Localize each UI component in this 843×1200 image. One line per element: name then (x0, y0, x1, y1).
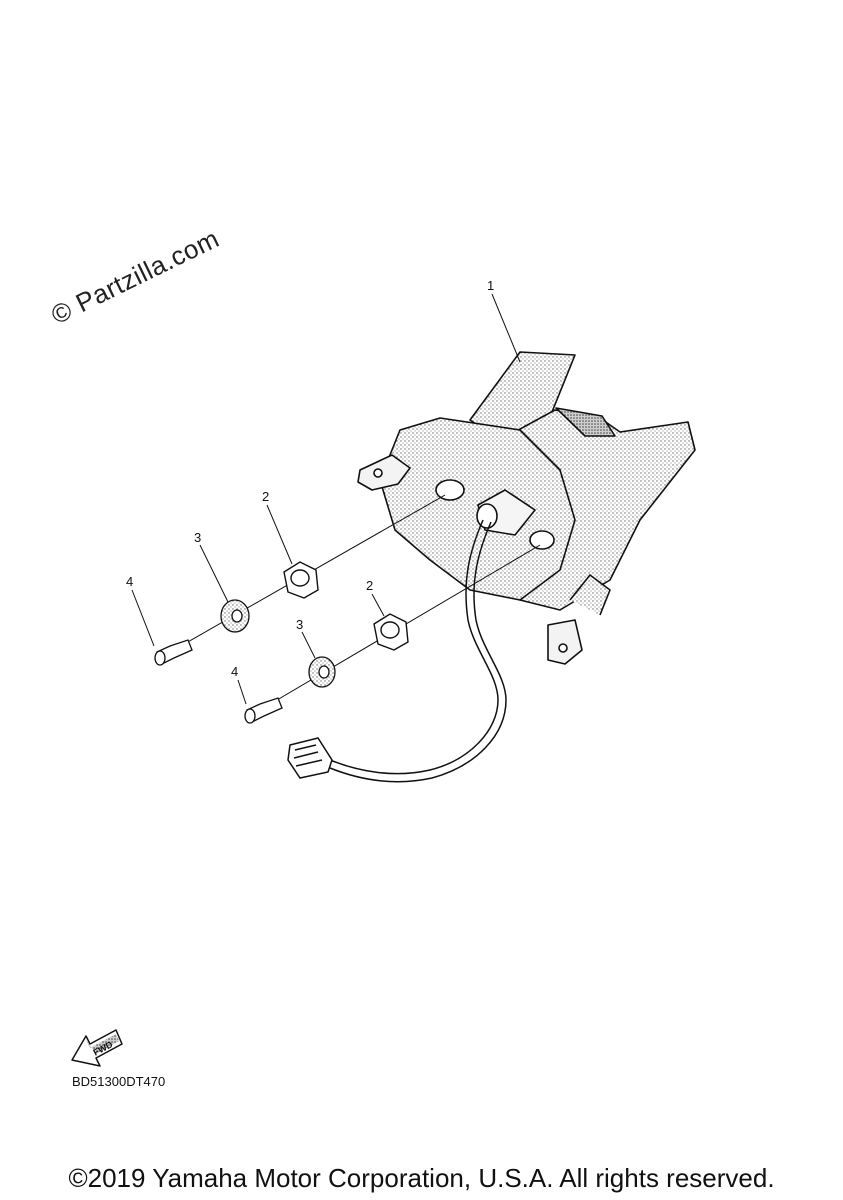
damper-upper (220, 599, 250, 633)
callout-leaders (131, 293, 521, 705)
diagram-code: BD51300DT470 (72, 1074, 166, 1089)
callout-part-2-upper: 2 (262, 489, 269, 504)
damper-lower (308, 656, 336, 688)
wire-harness (329, 519, 507, 783)
callout-part-2-lower: 2 (366, 578, 373, 593)
headlight-assembly (357, 351, 696, 665)
collar-lower (373, 613, 409, 651)
mount-boss-upper (435, 479, 465, 501)
callout-part-1: 1 (487, 278, 494, 293)
callout-part-3-upper: 3 (194, 530, 201, 545)
mounting-bracket-left (357, 454, 411, 491)
mount-boss-lower (529, 530, 555, 550)
bolt-upper (154, 639, 193, 666)
bracket-hole-left (373, 468, 383, 478)
bolt-lower (244, 697, 283, 724)
fwd-arrow-icon: FWD (71, 1029, 123, 1067)
collar-upper (283, 561, 319, 599)
copyright-notice: ©2019 Yamaha Motor Corporation, U.S.A. A… (68, 1163, 775, 1193)
headlight-housing (379, 417, 576, 601)
callout-part-4-upper: 4 (126, 574, 133, 589)
bracket-hole-lower (558, 643, 568, 653)
mounting-bracket-lower (547, 619, 583, 665)
callout-part-4-lower: 4 (231, 664, 238, 679)
wire-connector (287, 737, 333, 779)
callout-part-3-lower: 3 (296, 617, 303, 632)
headlight-dark-recess (555, 407, 616, 437)
